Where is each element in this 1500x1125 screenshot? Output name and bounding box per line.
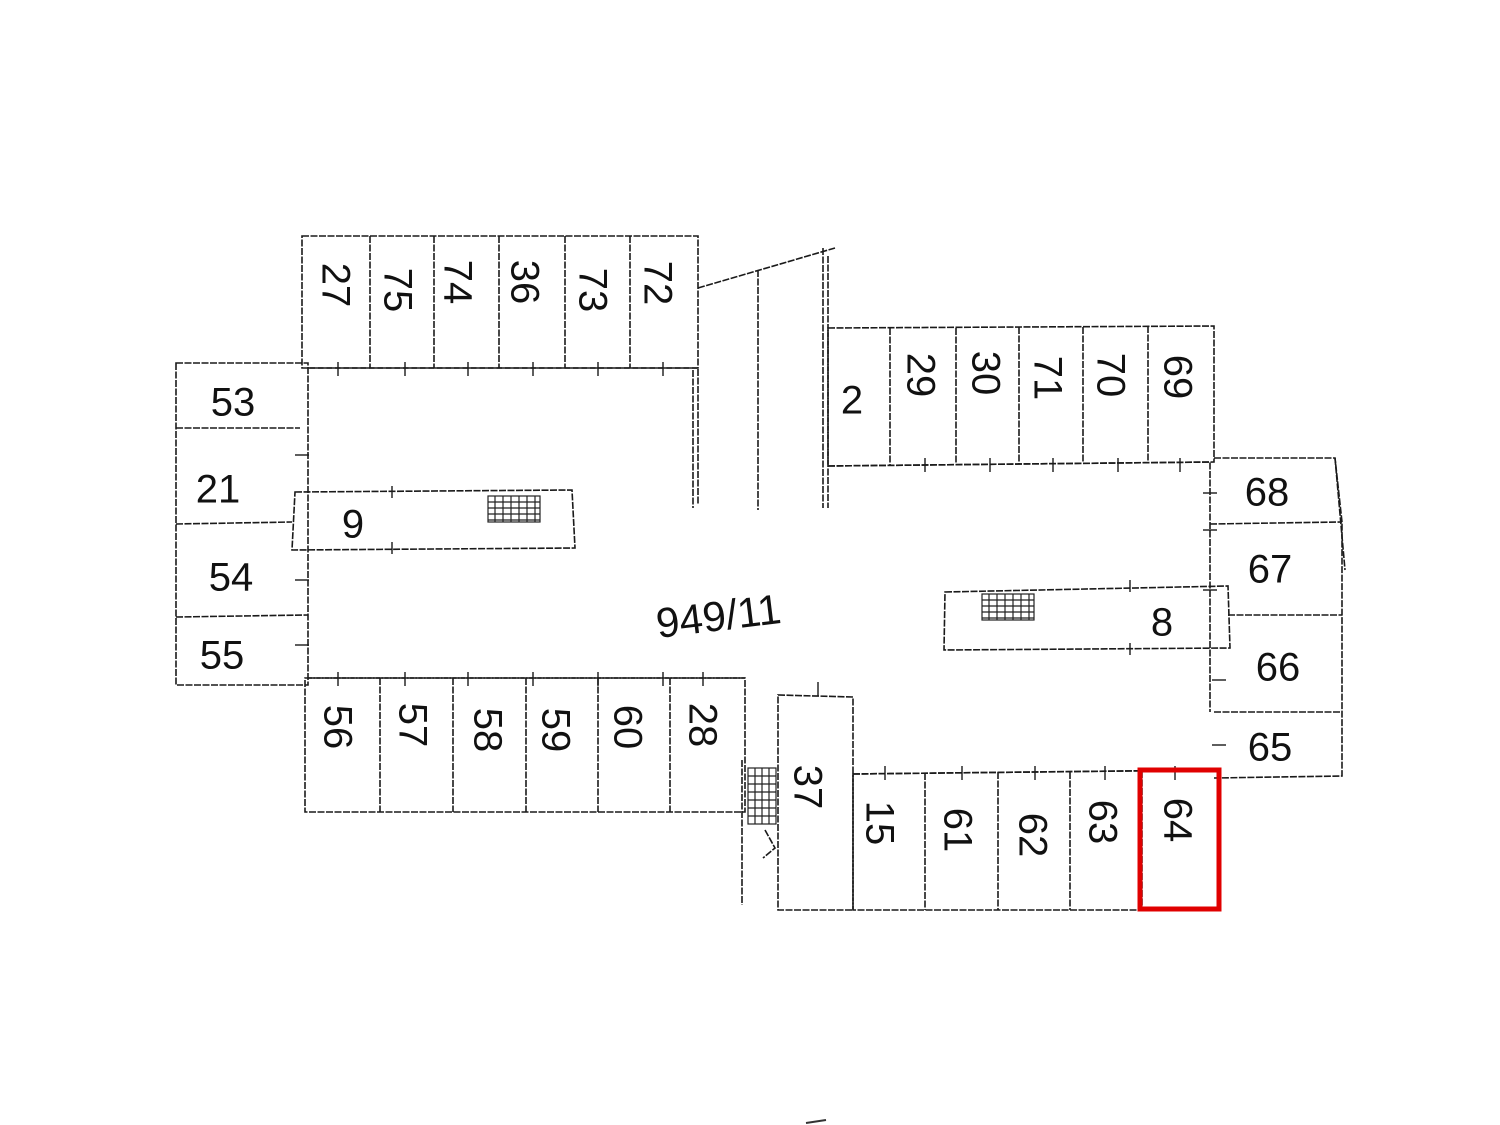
parcel-number: 949/11 [653, 585, 783, 647]
unit-label-57: 57 [390, 703, 434, 748]
unit-label-71: 71 [1025, 356, 1069, 401]
entrance-passage [692, 247, 836, 510]
unit-label-67: 67 [1248, 548, 1293, 592]
unit-label-64: 64 [1155, 798, 1199, 843]
unit-label-68: 68 [1245, 471, 1290, 515]
unit-label-8: 8 [1151, 601, 1173, 645]
unit-label-30: 30 [963, 351, 1007, 396]
stair-hatch-right [981, 593, 1035, 621]
unit-label-72: 72 [635, 261, 679, 306]
bottom-stair [741, 760, 777, 905]
unit-label-75: 75 [375, 268, 419, 313]
unit-label-56: 56 [315, 705, 359, 750]
unit-label-9: 9 [342, 503, 364, 547]
wall-ticks [295, 362, 1226, 780]
unit-label-29: 29 [898, 353, 942, 398]
unit-label-15: 15 [857, 801, 901, 846]
unit-label-2: 2 [841, 379, 863, 423]
unit-label-37: 37 [785, 765, 829, 810]
unit-label-62: 62 [1010, 813, 1054, 858]
unit-8-block [943, 585, 1231, 651]
unit-label-63: 63 [1080, 800, 1124, 845]
unit-label-58: 58 [465, 708, 509, 753]
unit-label-69: 69 [1155, 355, 1199, 400]
unit-labels: 27 75 74 36 73 72 2 29 30 71 70 69 53 21… [196, 260, 1301, 858]
unit-label-55: 55 [200, 634, 245, 678]
unit-label-61: 61 [935, 808, 979, 853]
unit-label-54: 54 [209, 556, 254, 600]
unit-label-53: 53 [211, 381, 256, 425]
bottom-left-unit-row [304, 677, 746, 813]
unit-label-36: 36 [502, 260, 546, 305]
top-left-unit-row [301, 235, 699, 369]
unit-label-60: 60 [605, 705, 649, 750]
unit-label-70: 70 [1088, 353, 1132, 398]
unit-label-66: 66 [1256, 646, 1301, 690]
unit-label-28: 28 [680, 703, 724, 748]
unit-label-27: 27 [313, 263, 357, 308]
unit-label-73: 73 [570, 268, 614, 313]
unit-label-74: 74 [435, 260, 479, 305]
unit-37-block [777, 694, 854, 911]
edge-mark [805, 1119, 827, 1124]
unit-label-59: 59 [533, 708, 577, 753]
unit-label-65: 65 [1248, 726, 1293, 770]
unit-9-block [291, 489, 576, 551]
right-unit-column [1209, 457, 1346, 779]
unit-label-21: 21 [196, 468, 241, 512]
stair-hatch-left [487, 495, 541, 523]
highlight-box-unit-64 [1137, 767, 1222, 912]
left-unit-column [175, 362, 309, 686]
